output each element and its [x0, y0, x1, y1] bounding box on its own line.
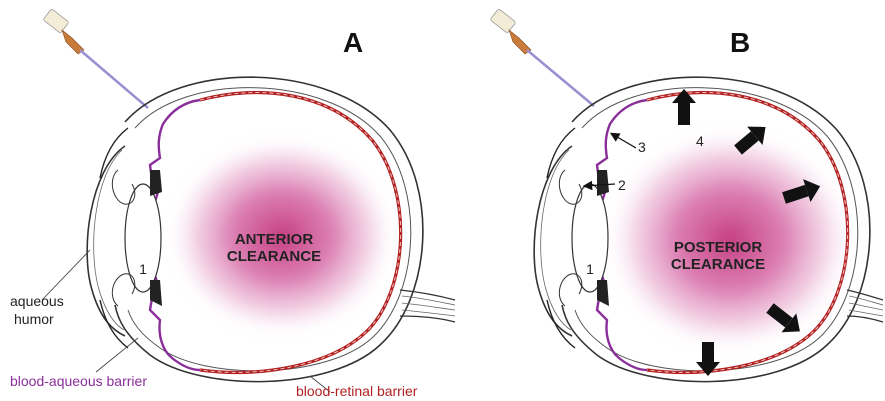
panel-letter-b: B: [730, 27, 750, 58]
number-label: 1: [139, 261, 147, 277]
clearance-label-line2: CLEARANCE: [227, 248, 321, 265]
number-label: 1: [586, 261, 594, 277]
aqueous-label-line2: humor: [14, 311, 54, 327]
number-label: 3: [638, 139, 646, 155]
optic-nerve: [847, 290, 883, 322]
number-label: 4: [696, 133, 704, 149]
aqueous-label-line1: aqueous: [10, 293, 64, 309]
arrow-icon: [612, 134, 636, 148]
clearance-label-line2: CLEARANCE: [671, 256, 765, 273]
clearance-label-line1: ANTERIOR: [235, 231, 314, 248]
panel-letter-a: A: [343, 27, 363, 58]
syringe-icon: [490, 9, 594, 106]
blood-aqueous-label: blood-aqueous barrier: [10, 373, 147, 389]
syringe-icon: [43, 9, 148, 108]
blood-aqueous-pointer: [96, 338, 138, 372]
number-label: 2: [618, 177, 626, 193]
panel-b: B POSTERIOR CLEARANCE 1 2 3 4: [490, 9, 883, 382]
panel-a: A ANTERIOR CLEARANCE 1 aqueous humor blo…: [10, 9, 455, 399]
clearance-label-line1: POSTERIOR: [674, 239, 763, 256]
blood-retinal-label: blood-retinal barrier: [296, 383, 418, 399]
